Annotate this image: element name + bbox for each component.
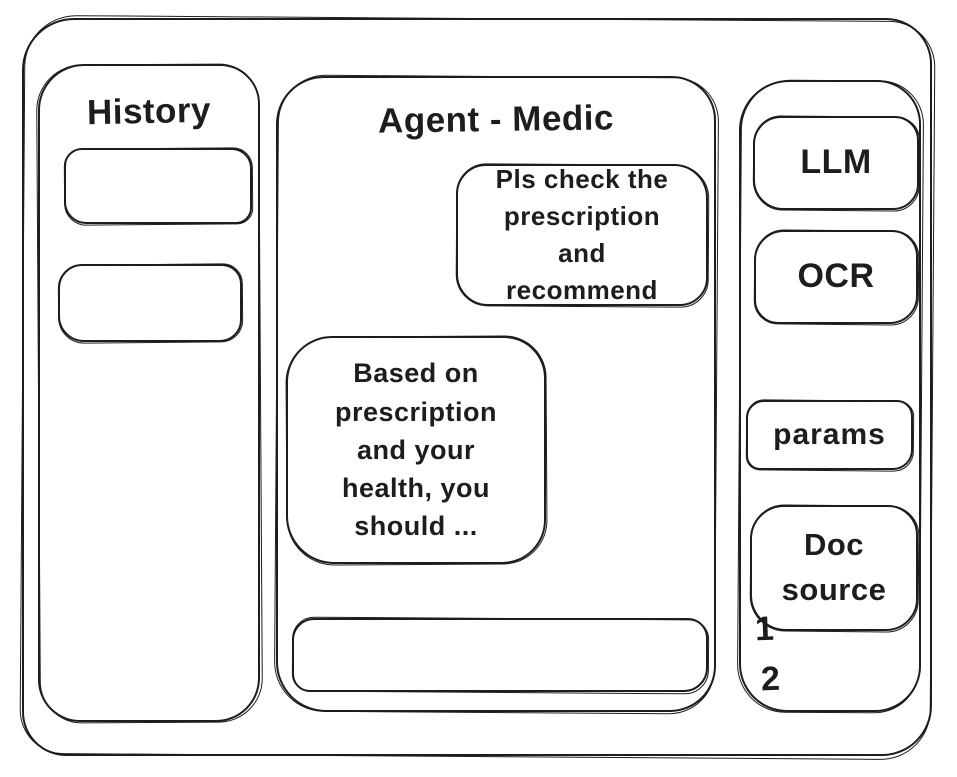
history-panel-title: History [86,90,212,133]
tools-panel: LLM OCR params Doc source 1 2 [739,80,921,712]
user-message-bubble: Pls check the prescription and recommend [456,164,708,306]
chat-title: Agent - Medic [377,98,615,141]
chat-input[interactable] [294,620,706,690]
doc-source-button[interactable]: Doc source [750,505,918,631]
llm-button[interactable]: LLM [753,116,919,210]
history-item[interactable] [64,148,252,224]
chat-input-box [292,618,708,692]
doc-source-item-2[interactable]: 2 [760,659,781,699]
ocr-button[interactable]: OCR [754,230,918,324]
doc-source-item-1[interactable]: 1 [754,609,775,649]
agent-message-bubble: Based on prescription and your health, y… [286,336,546,564]
history-panel: History [38,64,260,722]
chat-panel: Agent - Medic Pls check the prescription… [276,76,716,712]
params-button[interactable]: params [746,400,913,470]
history-item[interactable] [58,264,242,342]
